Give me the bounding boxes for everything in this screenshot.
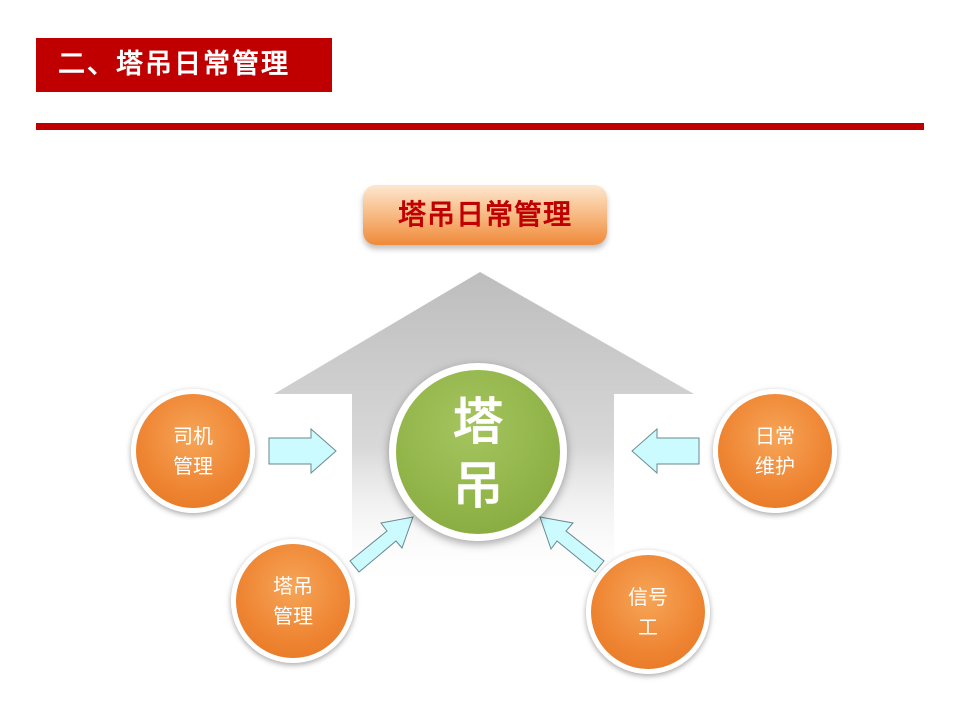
node-crane-management: 塔吊 管理: [231, 539, 355, 663]
node-label-line1: 日常: [755, 424, 795, 448]
node-daily-maintenance: 日常 维护: [713, 389, 837, 513]
title-divider: [36, 123, 924, 130]
core-circle: 塔 吊: [389, 363, 567, 541]
node-label-line2: 管理: [173, 454, 213, 478]
core-char-1: 塔: [453, 393, 503, 451]
section-title: 二、塔吊日常管理: [36, 38, 332, 92]
node-label-line2: 工: [638, 615, 658, 639]
left-arrow-maintenance: [631, 427, 700, 475]
node-label-line1: 司机: [173, 424, 213, 448]
up-left-arrow-signal: [539, 516, 605, 573]
node-label-line1: 塔吊: [273, 574, 313, 598]
diagram-banner: 塔吊日常管理: [363, 185, 607, 245]
node-label-line2: 管理: [273, 604, 313, 628]
right-arrow-driver: [268, 427, 337, 475]
node-signal-worker: 信号 工: [586, 550, 710, 674]
node-label-line1: 信号: [628, 585, 668, 609]
node-driver-management: 司机 管理: [131, 389, 255, 513]
core-char-2: 吊: [453, 457, 503, 515]
node-label-line2: 维护: [755, 454, 795, 478]
up-right-arrow-crane: [349, 516, 414, 573]
